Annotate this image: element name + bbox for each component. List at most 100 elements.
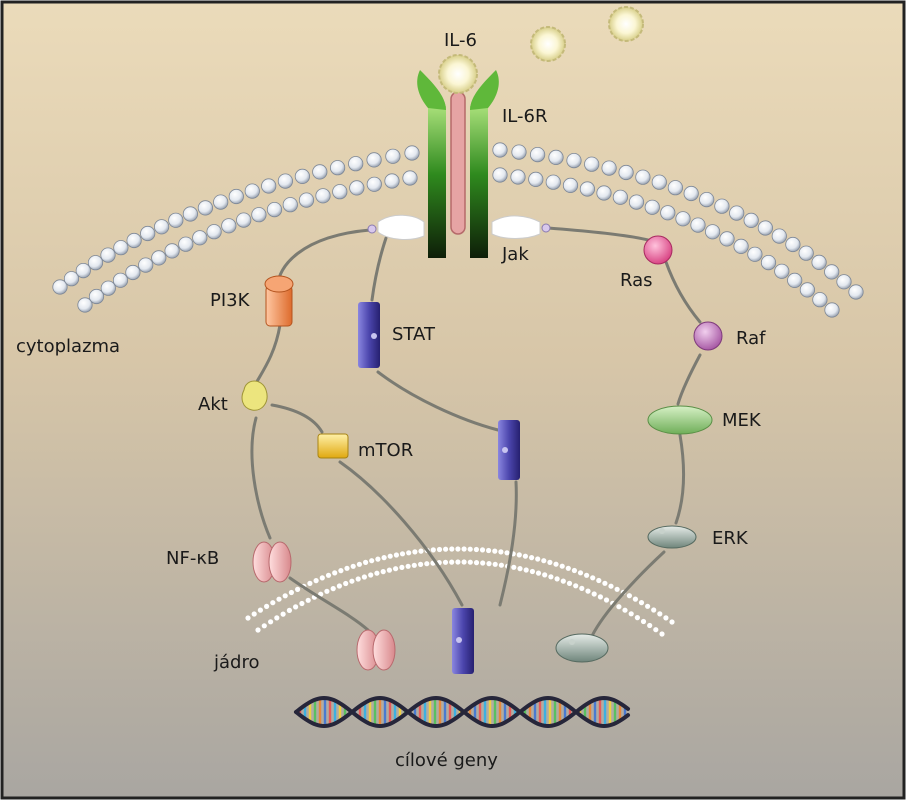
label-akt: Akt: [198, 394, 228, 415]
membrane-lipid-bead: [366, 176, 382, 192]
membrane-lipid-bead: [52, 279, 68, 295]
membrane-lipid-bead: [348, 156, 364, 172]
nuclear-pore-dot: [603, 597, 610, 603]
nfkb-protein: [252, 541, 292, 583]
membrane-lipid-bead: [228, 188, 244, 205]
label-jak: Jak: [502, 244, 529, 265]
membrane-lipid-bead: [266, 202, 283, 218]
nuclear-pore-dot: [504, 550, 510, 556]
stat-protein: [452, 608, 474, 674]
cell-membrane: [52, 142, 864, 318]
nuclear-pore-dot: [393, 552, 399, 558]
nuclear-pore-dot: [406, 550, 412, 556]
nuclear-pore-dot: [584, 572, 590, 578]
nuclear-pore-dot: [554, 576, 560, 582]
nuclear-pore-dot: [325, 572, 332, 578]
nuclear-pore-dot: [640, 618, 647, 625]
nuclear-pore-dot: [566, 580, 573, 587]
nuclear-pore-dot: [653, 627, 659, 633]
stat-phospho: [502, 447, 508, 453]
membrane-lipid-bead: [402, 170, 418, 186]
nuclear-pore-dot: [282, 593, 288, 599]
nuclear-pore-dot: [467, 559, 473, 565]
membrane-lipid-bead: [667, 180, 684, 196]
nuclear-pore-dot: [590, 575, 596, 581]
nuclear-pore-dot: [307, 580, 313, 587]
nuclear-pore-dot: [622, 607, 628, 613]
nuclear-pore-dot: [579, 585, 585, 592]
connector-jak-stat: [370, 236, 388, 302]
membrane-lipid-bead: [251, 207, 267, 223]
nuclear-pore-dot: [375, 556, 381, 562]
membrane-lipid-bead: [760, 255, 777, 271]
nuclear-pore-dot: [461, 559, 467, 565]
erk-protein: [647, 525, 697, 549]
membrane-lipid-bead: [811, 254, 827, 270]
nuclear-pore-dot: [424, 561, 430, 567]
label-erk: ERK: [712, 528, 748, 549]
label-nucleus: jádro: [214, 652, 260, 673]
nuclear-pore-dot: [659, 631, 665, 637]
nuclear-pore-dot: [418, 561, 424, 568]
nuclear-pore-dot: [529, 568, 536, 575]
membrane-lipid-bead: [197, 200, 213, 216]
nuclear-pore-dot: [535, 556, 541, 562]
membrane-lipid-bead: [848, 284, 864, 300]
membrane-lipid-bead: [704, 224, 721, 240]
nuclear-pore-dot: [511, 564, 517, 570]
nuclear-pore-dot: [602, 580, 608, 586]
connector-raf-mek: [676, 353, 702, 406]
nuclear-pore-dot: [387, 553, 393, 559]
jak-left: [377, 214, 425, 240]
nuclear-pore-dot: [548, 574, 554, 580]
nuclear-pore-dot: [356, 561, 362, 567]
membrane-lipid-bead: [178, 236, 194, 252]
connector-erk-nucleus: [590, 550, 666, 638]
nuclear-pore-dot: [330, 586, 336, 592]
nuclear-pore-dot: [553, 561, 559, 567]
membrane-lipid-bead: [385, 148, 401, 164]
nuclear-pore-dot: [436, 546, 443, 553]
connector-akt-mtor: [270, 403, 324, 434]
connector-stat-nucleus: [498, 480, 518, 607]
nuclear-pore-dot: [336, 583, 342, 589]
nuclear-pore-dot: [443, 546, 449, 552]
membrane-lipid-bead: [75, 262, 91, 279]
membrane-lipid-bead: [404, 145, 420, 161]
connector-akt-nfkb: [250, 416, 272, 540]
il6-ligand: [608, 6, 644, 42]
gp130-left-head: [417, 70, 446, 110]
membrane-lipid-bead: [824, 302, 840, 318]
nuclear-pore-dot: [647, 622, 653, 629]
connector-ras-raf: [664, 260, 702, 324]
nuclear-pore-dot: [585, 588, 591, 594]
nuclear-pore-dot: [467, 546, 473, 552]
nuclear-pore-dot: [257, 607, 263, 613]
membrane-lipid-bead: [510, 169, 526, 185]
nuclear-pore-dot: [498, 562, 504, 568]
membrane-lipid-bead: [660, 205, 676, 221]
gp130-right-head: [470, 70, 499, 110]
membrane-lipid-bead: [548, 149, 564, 165]
nuclear-pore-dot: [338, 568, 344, 574]
nuclear-pore-dot: [461, 546, 467, 552]
erk-phospho: [569, 639, 575, 645]
nuclear-pore-dot: [560, 578, 566, 584]
stat-protein: [358, 302, 380, 368]
stat-body: [452, 608, 474, 674]
nfkb-protein: [356, 629, 396, 671]
nuclear-pore-dot: [616, 604, 622, 610]
membrane-lipid-bead: [112, 272, 129, 288]
nuclear-pore-dot: [634, 615, 641, 621]
nuclear-pore-dot: [264, 603, 270, 610]
label-ras: Ras: [620, 270, 653, 291]
nuclear-pore-dot: [363, 559, 369, 566]
connector-nfkb-nucleus: [288, 576, 370, 632]
membrane-lipid-bead: [787, 272, 803, 288]
connector-mek-erk: [674, 433, 685, 525]
membrane-lipid-bead: [236, 212, 252, 228]
nuclear-pore-dot: [632, 596, 639, 602]
nuclear-pore-dot: [541, 558, 547, 564]
nuclear-pore-dot: [565, 565, 571, 571]
